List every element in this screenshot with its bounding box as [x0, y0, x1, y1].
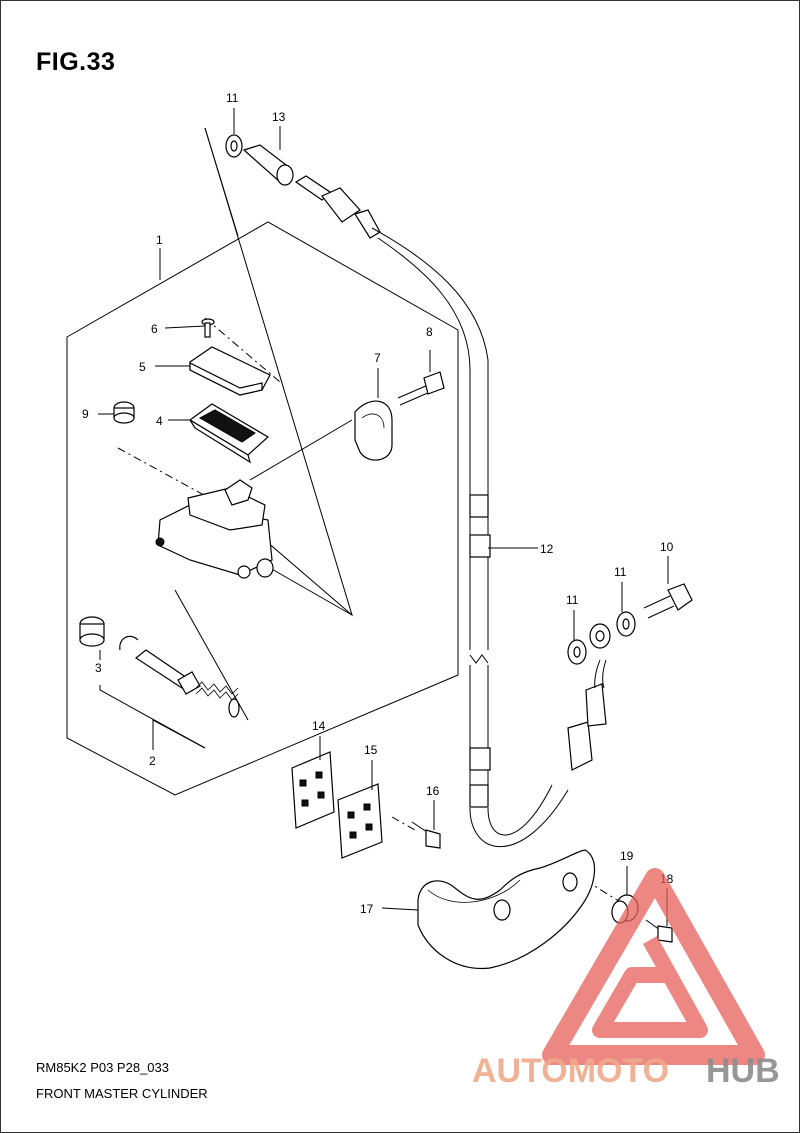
guard-bolt-part [645, 919, 673, 943]
callout-15: 15 [364, 743, 378, 757]
watermark-text-automoto: AUTOMOTO [472, 1052, 669, 1090]
clamp-bolt-part [397, 371, 445, 406]
hose-guide-part [337, 783, 383, 859]
bushing-part [79, 616, 105, 647]
center-line [204, 317, 281, 383]
assembly-group-outline [66, 221, 459, 796]
hose-bracket-part [291, 751, 335, 829]
callout-1: 1 [156, 233, 163, 247]
projection-line [249, 419, 353, 481]
callout-10: 10 [660, 540, 674, 554]
callout-11-lower-left: 11 [566, 593, 579, 607]
projection-line [204, 127, 239, 237]
callout-9: 9 [82, 407, 89, 421]
circlip-part [119, 635, 139, 651]
top-washer-part [225, 134, 243, 158]
lower-banjo-fitting [589, 623, 611, 649]
callout-12: 12 [540, 542, 554, 556]
callout-3: 3 [95, 661, 102, 675]
reservoir-cap-part [189, 346, 271, 396]
callout-7: 7 [374, 351, 381, 365]
callout-leaders [98, 108, 669, 926]
callout-4: 4 [156, 414, 163, 428]
callout-5: 5 [139, 360, 146, 374]
callout-2: 2 [149, 754, 156, 768]
watermark-text-hub: HUB [706, 1052, 780, 1090]
callout-14: 14 [312, 719, 326, 733]
callout-11-top: 11 [226, 91, 239, 105]
hose-fitting-part [242, 144, 294, 186]
banjo-bolt-part [643, 583, 693, 619]
diaphragm-part [188, 403, 270, 464]
diagram-code: RM85K2 P03 P28_033 [36, 1060, 169, 1075]
callout-numbers: 1 2 3 4 5 6 7 8 9 10 11 11 11 12 13 14 1… [82, 91, 674, 916]
callout-19: 19 [620, 849, 634, 863]
callout-6: 6 [151, 322, 158, 336]
piston-assembly-part [134, 649, 240, 718]
projection-line [269, 567, 353, 616]
center-line [391, 816, 416, 831]
brake-hose-part [294, 175, 607, 848]
callout-17: 17 [360, 902, 374, 916]
callout-11-lower-right: 11 [614, 565, 627, 579]
projection-line [174, 589, 249, 721]
guide-bolt-part [411, 821, 441, 849]
master-cylinder-body [155, 479, 274, 579]
disc-guard-part [417, 849, 596, 970]
watermark-logo [542, 868, 765, 1065]
screw-part [164, 318, 215, 338]
callout-16: 16 [426, 784, 440, 798]
clamp-part [354, 400, 393, 461]
lower-washer-right [616, 611, 636, 637]
callout-8: 8 [426, 325, 433, 339]
boot-cap-part [113, 401, 135, 424]
callout-13: 13 [272, 110, 286, 124]
diagram-description: FRONT MASTER CYLINDER [36, 1086, 208, 1101]
figure-title: FIG.33 [36, 48, 116, 76]
lower-washer-left [567, 639, 587, 665]
